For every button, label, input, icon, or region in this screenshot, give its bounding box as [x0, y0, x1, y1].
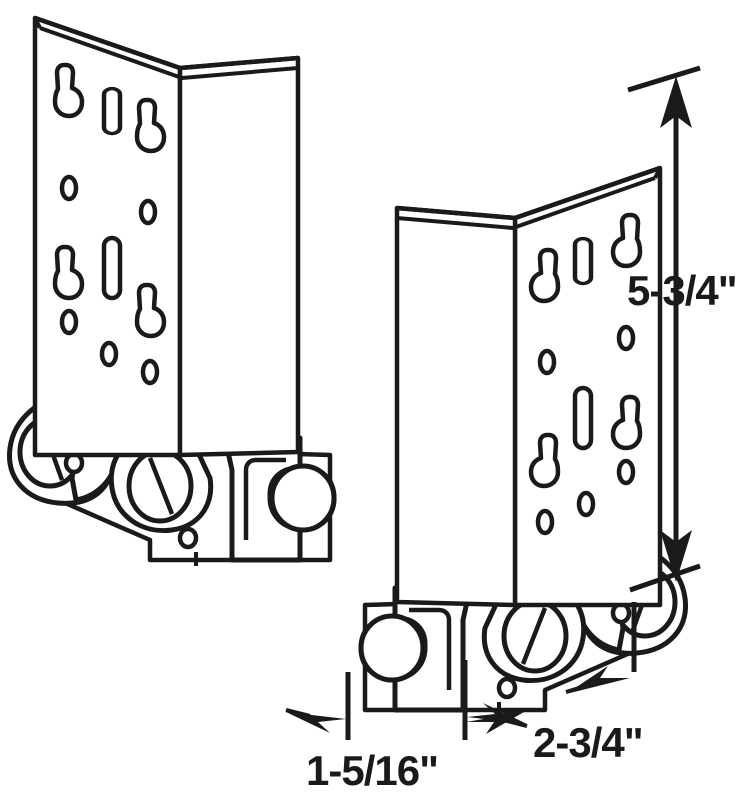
height-arrow-up: [660, 76, 692, 128]
right-foot-inner-fold: [409, 607, 452, 690]
left-top-edge-outer: [34, 15, 299, 71]
left-roller-face: [269, 463, 337, 533]
right-screw-slot-2: [520, 607, 548, 665]
dimension-height: 5-3/4": [627, 65, 738, 593]
depth-dimension-label: 2-3/4": [533, 719, 643, 766]
right-small-pin: [496, 676, 518, 700]
right-angle-plate: [394, 165, 663, 608]
right-top-edge-outer: [396, 165, 661, 221]
left-thickness-cap-left: [33, 17, 42, 29]
right-bracket: [358, 165, 688, 716]
left-return-flange: [177, 55, 301, 458]
depth-arrow-right-tail: [565, 682, 593, 694]
height-witness-bottom: [629, 563, 701, 593]
flange-width-dimension-label: 1-5/16": [306, 747, 438, 794]
depth-arrow-left: [466, 712, 524, 734]
right-roller-face: [358, 613, 426, 683]
flange-arrow-left: [286, 712, 346, 733]
depth-arrow-left-tail: [499, 708, 525, 717]
height-dimension-label: 5-3/4": [627, 267, 737, 314]
height-arrow-down: [660, 530, 692, 582]
right-return-flange: [394, 205, 518, 608]
left-screw-slot-2: [147, 457, 175, 515]
left-bracket: [7, 15, 337, 566]
left-small-pin: [177, 526, 199, 550]
height-witness-top: [627, 65, 701, 93]
right-thickness-cap-left: [653, 167, 662, 179]
left-foot-inner-fold: [243, 457, 286, 540]
dimension-depth: 2-3/4": [466, 602, 644, 766]
flange-arrow-left-tail: [285, 708, 311, 718]
left-angle-plate: [32, 15, 301, 458]
